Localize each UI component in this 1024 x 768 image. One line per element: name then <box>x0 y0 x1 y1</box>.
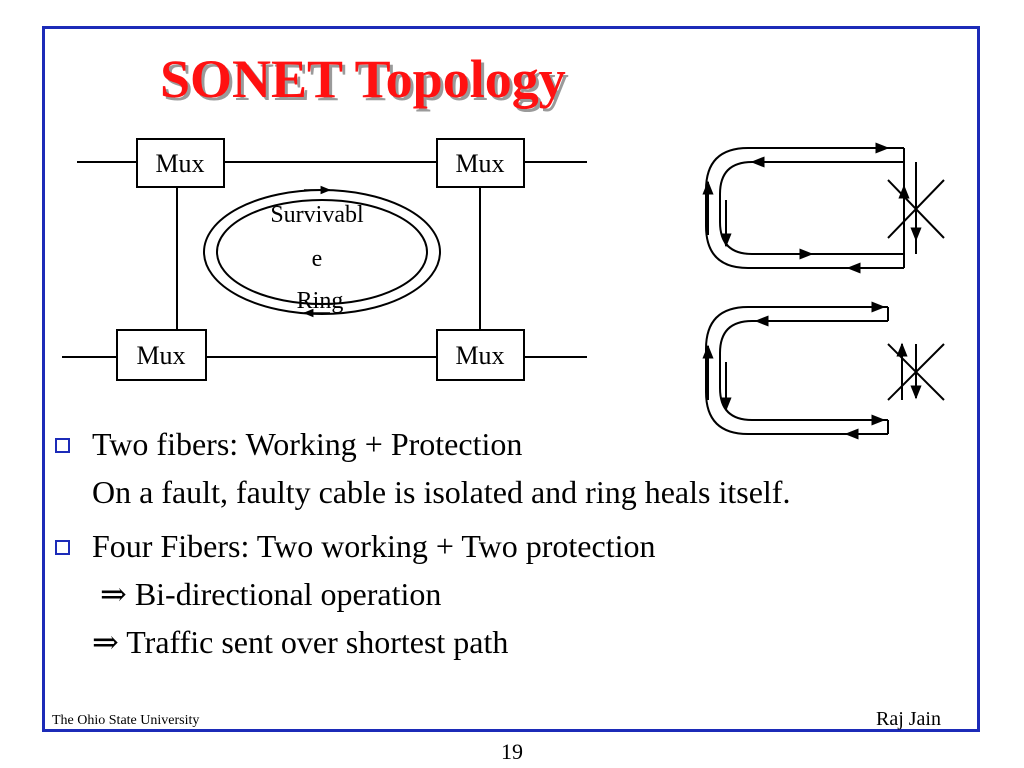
inner-fiber <box>719 161 904 255</box>
mux-network <box>62 161 587 358</box>
healed-inner-fiber <box>719 320 888 421</box>
footer-author: Raj Jain <box>876 708 941 730</box>
footer-university: The Ohio State University <box>52 713 200 728</box>
bullet-box-icon <box>55 540 70 555</box>
mux-label: Mux <box>155 149 204 178</box>
mux-label: Mux <box>136 341 185 370</box>
bullet-list: Two fibers: Working + Protection On a fa… <box>55 420 975 666</box>
bullet-line: Four Fibers: Two working + Two protectio… <box>92 528 656 564</box>
mux-label: Mux <box>455 341 504 370</box>
bullet-two-fibers: Two fibers: Working + Protection On a fa… <box>55 420 975 516</box>
bullet-line: ⇒ Traffic sent over shortest path <box>92 624 509 660</box>
outer-fiber <box>705 147 904 269</box>
mux-box-bottom-right: Mux <box>436 329 525 381</box>
page-number: 19 <box>501 739 523 764</box>
bullet-line: ⇒ Bi-directional operation <box>92 576 442 612</box>
survivable-ring: Survivabl e Ring <box>203 185 441 318</box>
slide-frame <box>42 26 980 732</box>
healed-outer-fiber <box>705 306 888 435</box>
mux-box-top-right: Mux <box>436 138 525 188</box>
mux-box-bottom-left: Mux <box>116 329 207 381</box>
mux-label: Mux <box>455 149 504 178</box>
bullet-box-icon <box>55 438 70 453</box>
bullet-line: Two fibers: Working + Protection <box>92 426 523 462</box>
bullet-four-fibers: Four Fibers: Two working + Two protectio… <box>55 522 975 666</box>
slide-title: SONET Topology <box>160 49 566 109</box>
dual-ring-normal <box>702 142 945 274</box>
dual-ring-healed <box>702 301 945 440</box>
ring-label: Survivabl e Ring <box>270 202 369 314</box>
bullet-line: On a fault, faulty cable is isolated and… <box>92 474 791 510</box>
mux-box-top-left: Mux <box>136 138 225 188</box>
